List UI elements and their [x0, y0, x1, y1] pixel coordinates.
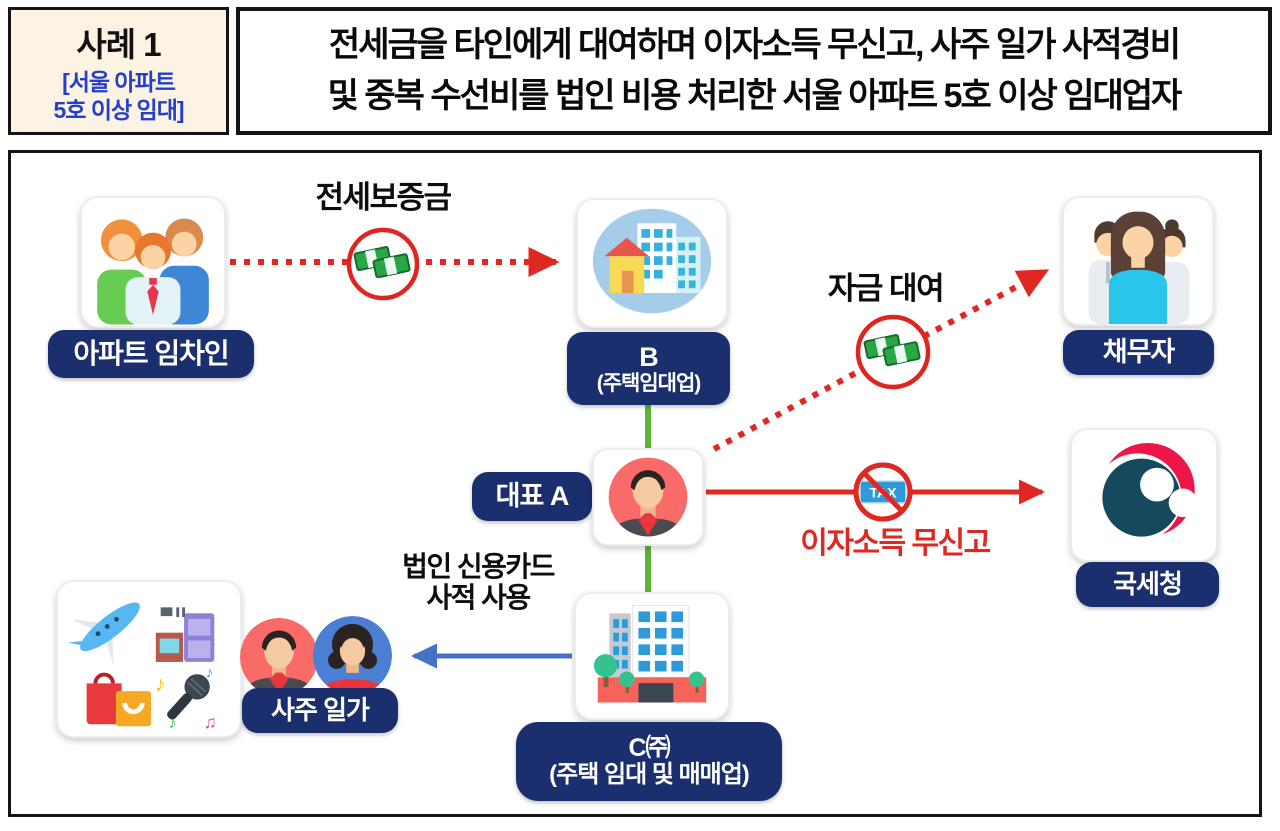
company-b-icon	[576, 198, 728, 328]
svg-text:♪: ♪	[206, 665, 214, 682]
svg-text:♪: ♪	[155, 672, 166, 696]
company-c-name: C㈜	[628, 734, 670, 763]
case-title: 사례 1	[76, 26, 161, 64]
family-woman-avatar	[313, 616, 392, 695]
company-c-icon	[574, 592, 730, 720]
debtors-label: 채무자	[1063, 330, 1214, 375]
tenants-label: 아파트 임차인	[48, 330, 254, 378]
private-spending-icons: ♪ ♪ ♪ ♫	[56, 580, 242, 738]
corporate-card-label: 법인 신용카드 사적 사용	[402, 551, 555, 614]
deposit-label: 전세보증금	[315, 180, 452, 215]
headline-line2: 및 중복 수선비를 법인 비용 처리한 서울 아파트 5호 이상 임대업자	[327, 77, 1183, 115]
debtors-group-icon	[1062, 196, 1214, 326]
nts-emblem-icon	[1070, 428, 1218, 562]
shopping-bags-icon	[86, 672, 151, 727]
no-tax-label: 이자소득 무신고	[800, 527, 991, 560]
company-c-desc: (주택 임대 및 매매업)	[549, 761, 750, 789]
ceo-a-icon	[592, 448, 704, 546]
ceo-a-label: 대표 A	[472, 472, 592, 521]
headline-line1: 전세금을 타인에게 대여하며 이자소득 무신고, 사주 일가 사적경비	[328, 26, 1181, 64]
loan-label: 자금 대여	[827, 271, 945, 306]
svg-text:♫: ♫	[204, 712, 217, 732]
nts-label: 국세청	[1076, 562, 1219, 607]
appliances-icon	[155, 607, 215, 662]
case-number-box: 사례 1 [서울 아파트 5호 이상 임대]	[8, 7, 229, 135]
family-man-avatar	[240, 618, 318, 696]
svg-text:♪: ♪	[168, 715, 176, 732]
karaoke-mic-icon: ♪ ♪ ♪ ♫	[155, 665, 217, 733]
headline-box: 전세금을 타인에게 대여하며 이자소득 무신고, 사주 일가 사적경비 및 중복…	[236, 7, 1272, 135]
case-subtitle-line2: 5호 이상 임대]	[53, 96, 184, 123]
company-b-label: B (주택임대업)	[567, 332, 730, 405]
family-label: 사주 일가	[242, 688, 398, 733]
company-c-label: C㈜ (주택 임대 및 매매업)	[516, 722, 782, 801]
case-subtitle: [서울 아파트 5호 이상 임대]	[53, 69, 184, 123]
company-b-name: B	[639, 341, 658, 372]
tenants-group-icon	[80, 196, 226, 328]
case-subtitle-line1: [서울 아파트	[62, 69, 176, 96]
airplane-icon	[67, 602, 140, 667]
company-b-desc: (주택임대업)	[596, 371, 702, 395]
